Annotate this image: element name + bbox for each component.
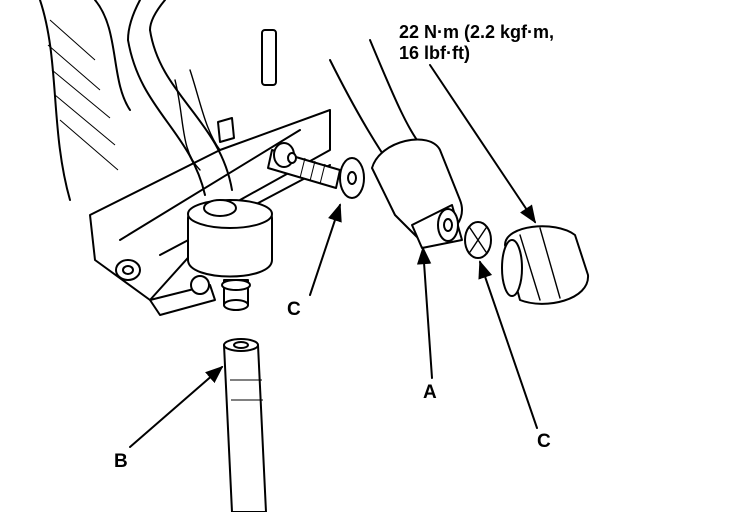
torque-spec-line-1: 22 N·m (2.2 kgf·m, [399,22,554,42]
washer-left [339,157,365,199]
leader-a [416,246,433,379]
upper-vacuum-hose [127,0,233,196]
leader-c-right [478,260,538,429]
leader-b [129,365,224,448]
callout-c-right: C [537,431,551,452]
callout-c-left: C [287,299,301,320]
torque-spec-line-2: 16 lbf·ft) [399,43,470,63]
banjo-bolt [267,142,341,189]
washer-right [464,221,492,259]
main-hose-fitting [329,39,463,249]
flare-nut [501,225,590,305]
leader-c-left [309,203,342,296]
lower-hose [223,338,267,512]
callout-a: A [423,382,437,403]
valve-assembly [187,199,273,311]
callout-b: B [114,451,128,472]
leader-torque [429,64,537,224]
leader-lines [129,64,538,448]
